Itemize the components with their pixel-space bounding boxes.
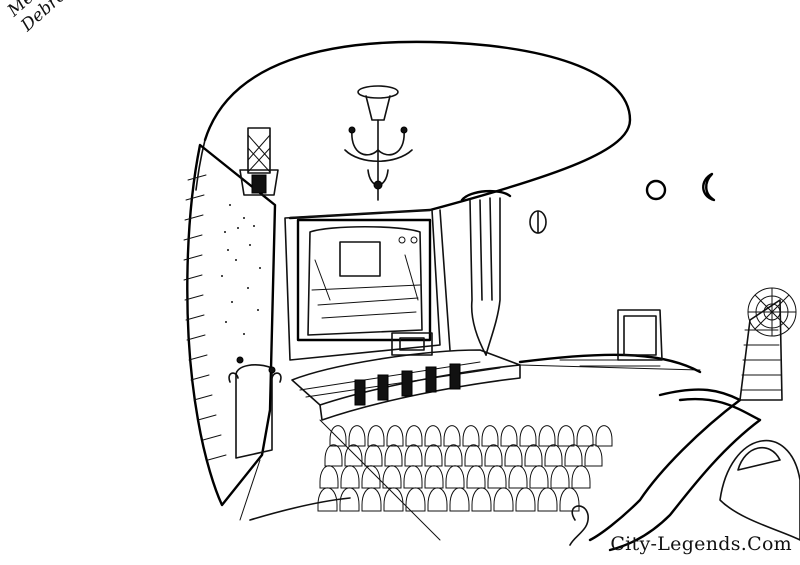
seat (444, 444, 463, 467)
seat (544, 444, 563, 467)
seat (424, 425, 442, 447)
wall-lantern (239, 127, 279, 196)
seat (384, 444, 403, 467)
seat (339, 487, 360, 512)
stage (291, 332, 521, 421)
seat (319, 465, 339, 489)
stage-curtain (439, 189, 512, 356)
seat (464, 444, 483, 467)
seat (383, 487, 404, 512)
seat (557, 425, 575, 447)
seat (524, 444, 543, 467)
seat (427, 487, 448, 512)
seat (386, 425, 404, 447)
left-wall (186, 143, 277, 507)
seat (348, 425, 366, 447)
chandelier (344, 85, 413, 201)
seat (564, 444, 583, 467)
seat (403, 465, 423, 489)
left-wall-hatching (183, 174, 227, 461)
seat (329, 425, 347, 447)
seat (484, 444, 503, 467)
seat (493, 487, 514, 512)
seat (344, 444, 363, 467)
seat (449, 487, 470, 512)
seat (317, 487, 338, 512)
back-wall (284, 209, 441, 361)
seat (367, 425, 385, 447)
seat (364, 444, 383, 467)
seat (504, 444, 523, 467)
seat (424, 465, 444, 489)
seat (424, 444, 443, 467)
seat (508, 465, 528, 489)
seat (404, 444, 423, 467)
seat (537, 487, 558, 512)
seat (361, 465, 381, 489)
seat (584, 444, 603, 467)
rail-ornament (569, 505, 589, 546)
seat (571, 465, 591, 489)
seat (529, 465, 549, 489)
seat (559, 487, 580, 512)
seat (515, 487, 536, 512)
seat (405, 487, 426, 512)
wall-dots (221, 204, 261, 335)
seat (500, 425, 518, 447)
seat (481, 425, 499, 447)
seat (471, 487, 492, 512)
balcony (518, 299, 800, 552)
seat (445, 465, 465, 489)
moon-decor (529, 172, 716, 234)
seat (538, 425, 556, 447)
seat (443, 425, 461, 447)
watermark-text: City-Legends.Com (610, 533, 792, 555)
seat (361, 487, 382, 512)
seat (462, 425, 480, 447)
seat (466, 465, 486, 489)
seat (576, 425, 594, 447)
seat (487, 465, 507, 489)
seat (324, 444, 343, 467)
seat (382, 465, 402, 489)
seat (405, 425, 423, 447)
seat (595, 425, 613, 447)
cinema-screen (296, 218, 432, 342)
spider-web (747, 287, 797, 337)
seat-rows (317, 425, 613, 512)
seat (519, 425, 537, 447)
seat (340, 465, 360, 489)
side-door (228, 356, 282, 459)
ceiling-dome (203, 40, 632, 220)
seat (550, 465, 570, 489)
